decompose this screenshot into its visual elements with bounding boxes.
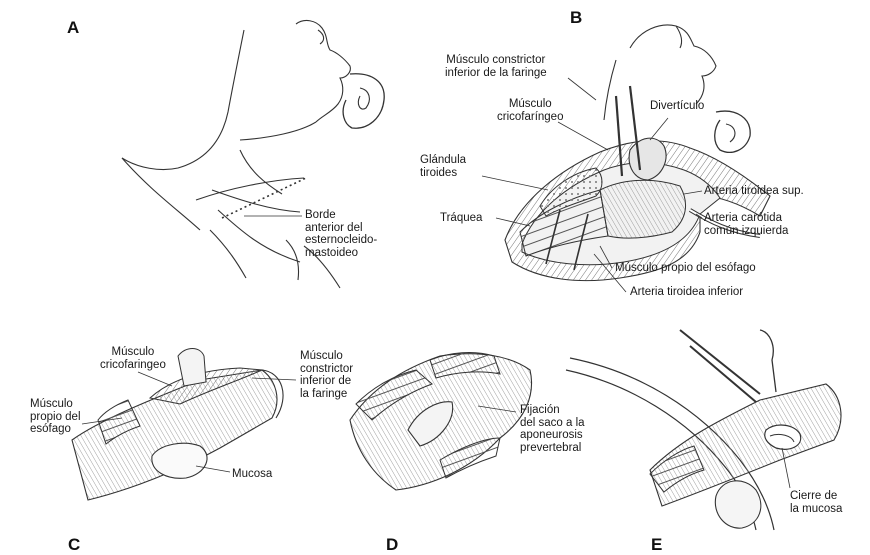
label-traquea: Tráquea [440, 212, 482, 225]
label-arteria-tiroidea-sup: Arteria tiroidea sup. [704, 185, 804, 198]
label-cricofaringeo-b: Músculo cricofaríngeo [497, 98, 563, 123]
esophagus-shape [600, 180, 686, 238]
panel-d-fixation [350, 353, 532, 490]
panel-letter-a: A [67, 18, 79, 38]
label-fijacion-saco: Fijación del saco a la aponeurosis preve… [520, 404, 585, 454]
label-constrictor-b: Músculo constrictor inferior de la farin… [445, 54, 547, 79]
label-cricofaringeo-c: Músculo cricofaringeo [100, 346, 166, 371]
panel-letter-c: C [68, 535, 80, 555]
label-cierre-mucosa: Cierre de la mucosa [790, 490, 842, 515]
panel-letter-b: B [570, 8, 582, 28]
label-propio-esofago-c: Músculo propio del esófago [30, 398, 81, 436]
label-constrictor-c: Músculo constrictor inferior de la farin… [300, 350, 353, 400]
label-arteria-carotida: Arteria carótida común izquierda [704, 212, 788, 237]
panel-letter-e: E [651, 535, 662, 555]
label-musculo-propio-esofago: Músculo propio del esófago [615, 262, 756, 275]
panel-letter-d: D [386, 535, 398, 555]
label-diverticulo: Divertículo [650, 100, 704, 113]
label-borde-anterior: Borde anterior del esternocleido- mastoi… [305, 209, 377, 259]
label-arteria-tiroidea-inferior: Arteria tiroidea inferior [630, 286, 743, 299]
label-glandula-tiroides: Glándula tiroides [420, 154, 466, 179]
label-mucosa: Mucosa [232, 468, 272, 481]
